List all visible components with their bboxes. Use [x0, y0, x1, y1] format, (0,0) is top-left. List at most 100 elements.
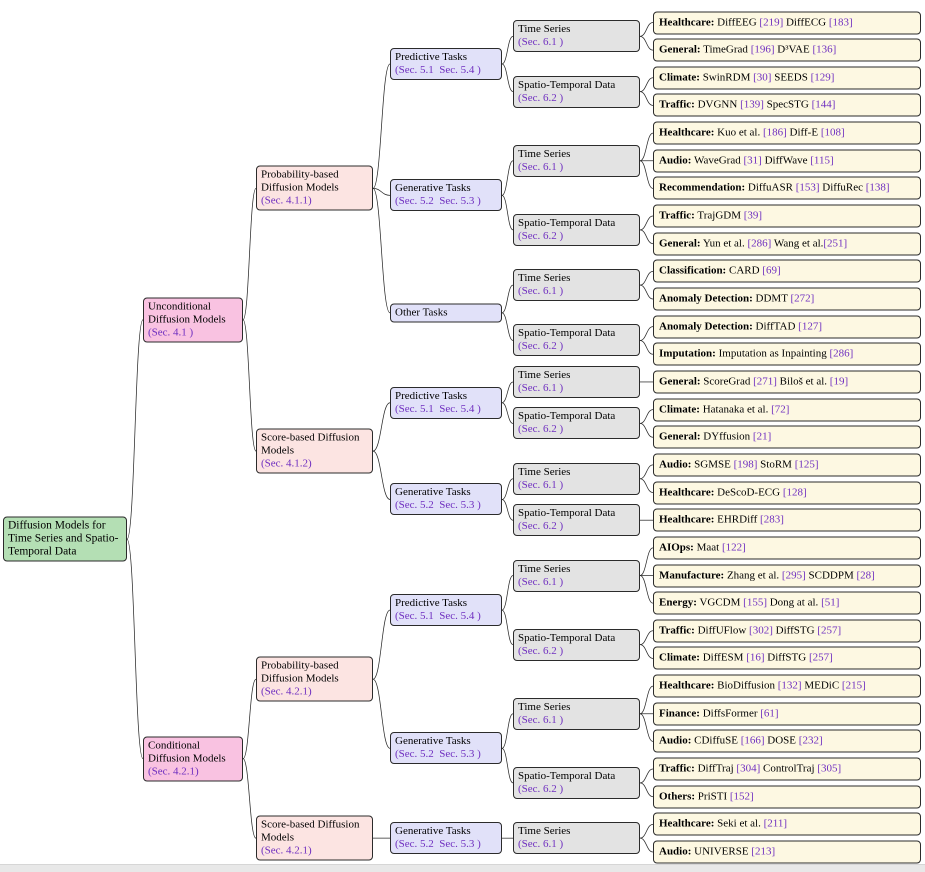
node-spatio-temporal-data: Spatio-Temporal Data(Sec. 6.2 ) — [513, 407, 640, 440]
section-ref-link[interactable]: (Sec. 6.2 ) — [518, 91, 564, 104]
section-ref-link[interactable]: (Sec. 6.1 ) — [518, 478, 564, 491]
citation-link[interactable]: [72] — [771, 403, 790, 416]
citation-link[interactable]: [295] — [781, 569, 806, 581]
citation-link[interactable]: [144] — [811, 98, 836, 111]
connector-line — [639, 685, 654, 715]
section-ref-link[interactable]: (Sec. 5.2 Sec. 5.3 ) — [395, 748, 481, 761]
leaf-entries: EHRDiff [283] — [717, 513, 784, 526]
leaf-category: Audio: — [659, 458, 692, 471]
citation-link[interactable]: [122] — [721, 541, 746, 554]
citation-link[interactable]: [16] — [746, 651, 765, 664]
citation-link[interactable]: [271] — [753, 375, 777, 388]
citation-link[interactable]: [196] — [750, 43, 775, 56]
citation-link[interactable]: [219] — [759, 16, 784, 28]
section-ref-link[interactable]: (Sec. 5.2 Sec. 5.3 ) — [395, 195, 481, 208]
citation-link[interactable]: [125] — [794, 458, 819, 471]
citation-link[interactable]: [128] — [782, 486, 807, 499]
node-label: Probability-based Diffusion Models — [261, 168, 339, 194]
connector-line — [639, 215, 654, 231]
section-ref-link[interactable]: (Sec. 6.1 ) — [518, 838, 564, 851]
citation-link[interactable]: [115] — [810, 154, 834, 167]
section-ref-link[interactable]: (Sec. 6.1 ) — [518, 36, 564, 49]
leaf-category: Classification: — [659, 264, 727, 277]
leaf-audio: Audio: UNIVERSE [213] — [653, 840, 921, 864]
citation-link[interactable]: [211] — [763, 817, 787, 830]
node-label: Time Series — [518, 272, 571, 285]
citation-link[interactable]: [186] — [762, 126, 787, 139]
citation-link[interactable]: [21] — [752, 430, 772, 443]
citation-link[interactable]: [198] — [733, 458, 758, 471]
section-ref-link[interactable]: (Sec. 5.2 Sec. 5.3 ) — [395, 499, 481, 512]
section-ref-link[interactable]: (Sec. 5.1 Sec. 5.4 ) — [395, 63, 481, 76]
citation-link[interactable]: [19] — [829, 375, 849, 388]
citation-link[interactable]: [215] — [841, 679, 866, 692]
connector-line — [372, 678, 391, 749]
section-ref-link[interactable]: (Sec. 6.1 ) — [518, 381, 564, 394]
node-label: Generative Tasks — [395, 825, 471, 838]
citation-link[interactable]: [304] — [736, 762, 761, 775]
citation-link[interactable]: [138] — [865, 181, 890, 194]
citation-link[interactable]: [305] — [817, 762, 842, 775]
citation-link[interactable]: [39] — [743, 209, 763, 222]
citation-link[interactable]: [132] — [777, 679, 802, 692]
leaf-entries: UNIVERSE [213] — [694, 845, 776, 858]
section-ref-link[interactable]: (Sec. 6.2 ) — [518, 520, 564, 533]
section-ref-link[interactable]: (Sec. 6.2 ) — [518, 644, 564, 657]
node-time-series: Time Series(Sec. 6.1 ) — [513, 144, 640, 177]
citation-link[interactable]: [127] — [798, 320, 822, 333]
citation-link[interactable]: [152] — [729, 790, 754, 803]
citation-link[interactable]: [286] — [829, 347, 854, 360]
leaf-entries: ScoreGrad [271] Biloš et al. [19] — [703, 375, 849, 388]
leaf-energy: Energy: VGCDM [155] Dong at al. [51] — [653, 591, 921, 615]
citation-link[interactable]: [139] — [740, 98, 764, 111]
citation-link[interactable]: [232] — [798, 734, 823, 747]
node-time-series: Time Series(Sec. 6.1 ) — [513, 365, 640, 398]
section-ref-link[interactable]: (Sec. 4.1.2) — [261, 457, 312, 470]
section-ref-link[interactable]: (Sec. 6.1 ) — [518, 285, 564, 298]
citation-link[interactable]: [129] — [810, 71, 835, 84]
section-ref-link[interactable]: (Sec. 4.1.1) — [261, 194, 312, 207]
section-ref-link[interactable]: (Sec. 6.1 ) — [518, 713, 564, 726]
section-ref-link[interactable]: (Sec. 6.2 ) — [518, 340, 564, 353]
section-ref-link[interactable]: (Sec. 4.1 ) — [148, 326, 194, 339]
citation-link[interactable]: [153] — [795, 181, 820, 194]
leaf-category: Imputation: — [659, 347, 716, 360]
section-ref-link[interactable]: (Sec. 4.2.1) — [148, 765, 199, 778]
citation-link[interactable]: [302] — [749, 624, 773, 637]
section-ref-link[interactable]: (Sec. 6.1 ) — [518, 160, 564, 173]
citation-link[interactable]: [213] — [751, 845, 776, 858]
node-label: Predictive Tasks — [395, 597, 468, 610]
citation-link[interactable]: [251] — [823, 237, 848, 250]
section-ref-link[interactable]: (Sec. 4.2.1) — [261, 844, 312, 857]
section-ref-link[interactable]: (Sec. 5.1 Sec. 5.4 ) — [395, 610, 481, 623]
citation-link[interactable]: [272] — [790, 292, 815, 305]
section-ref-link[interactable]: (Sec. 6.2 ) — [518, 423, 564, 436]
citation-link[interactable]: [136] — [812, 43, 837, 56]
citation-link[interactable]: [30] — [753, 71, 772, 84]
connector-line — [126, 538, 144, 760]
citation-link[interactable]: [257] — [817, 624, 842, 637]
leaf-healthcare: Healthcare: DeScoD-ECG [128] — [653, 481, 921, 505]
section-ref-link[interactable]: (Sec. 5.2 Sec. 5.3 ) — [395, 838, 481, 851]
section-ref-link[interactable]: (Sec. 4.2.1) — [261, 685, 312, 698]
node-spatio-temporal-data: Spatio-Temporal Data(Sec. 6.2 ) — [513, 324, 640, 357]
leaf-audio: Audio: WaveGrad [31] DiffWave [115] — [653, 149, 921, 173]
citation-link[interactable]: [183] — [828, 16, 853, 28]
citation-link[interactable]: [286] — [747, 237, 772, 250]
section-ref-link[interactable]: (Sec. 6.2 ) — [518, 782, 564, 795]
section-ref-link[interactable]: (Sec. 6.1 ) — [518, 575, 564, 588]
citation-link[interactable]: [257] — [808, 651, 833, 664]
citation-link[interactable]: [283] — [760, 513, 784, 526]
citation-link[interactable]: [69] — [762, 264, 781, 277]
citation-link[interactable]: [51] — [821, 596, 840, 609]
node-generative-tasks: Generative Tasks(Sec. 5.2 Sec. 5.3 ) — [390, 483, 502, 516]
citation-link[interactable]: [28] — [856, 569, 875, 581]
node-label: Unconditional Diffusion Models — [148, 300, 226, 326]
citation-link[interactable]: [108] — [820, 126, 845, 139]
section-ref-link[interactable]: (Sec. 5.1 Sec. 5.4 ) — [395, 402, 481, 415]
citation-link[interactable]: [31] — [743, 154, 762, 167]
section-ref-link[interactable]: (Sec. 6.2 ) — [518, 229, 564, 242]
citation-link[interactable]: [61] — [760, 707, 779, 720]
citation-link[interactable]: [166] — [740, 734, 765, 747]
citation-link[interactable]: [155] — [743, 596, 767, 609]
